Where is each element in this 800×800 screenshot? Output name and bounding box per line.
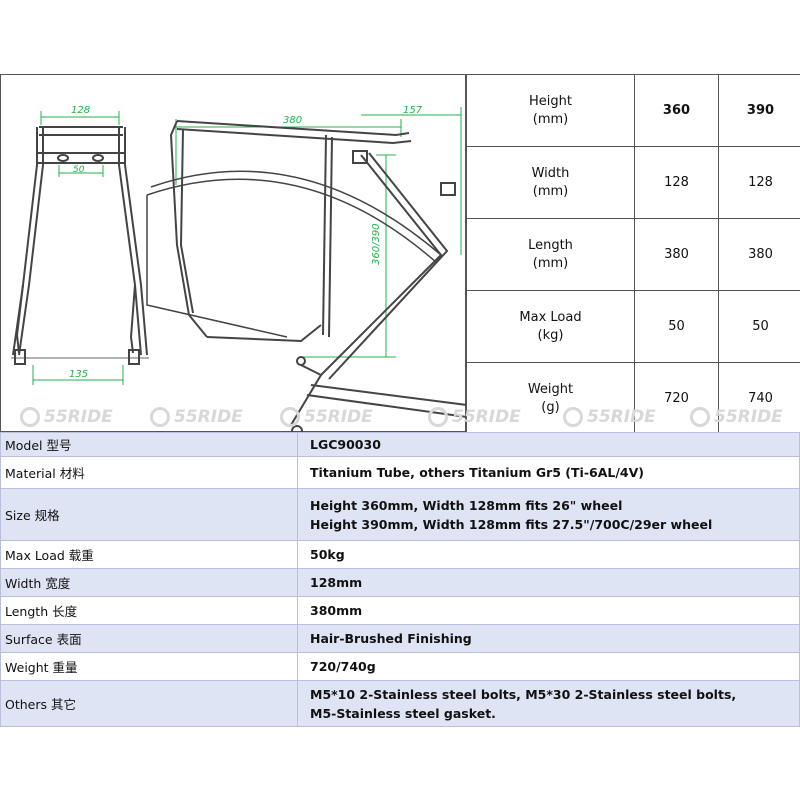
watermark-logo: 55RIDE <box>20 402 113 432</box>
spec-table: Height(mm) 360 390 Width(mm) 128 128 Len… <box>466 74 800 435</box>
detail-key: Model 型号 <box>0 432 298 457</box>
spec-value: 128 <box>634 146 719 219</box>
rack-technical-drawing: 128 50 135 380 157 360/390 <box>0 74 467 433</box>
side-dimension-lines <box>175 107 462 358</box>
detail-key: Surface 表面 <box>0 624 298 653</box>
watermark-icon <box>428 407 448 427</box>
dim-length: 380 <box>283 115 302 126</box>
watermark-logo: 55RIDE <box>690 402 783 432</box>
spec-row-width: Width(mm) 128 128 <box>466 146 800 219</box>
detail-value: Hair-Brushed Finishing <box>297 624 800 653</box>
detail-value: 720/740g <box>297 652 800 681</box>
detail-row-others: Others 其它 M5*10 2-Stainless steel bolts,… <box>0 680 800 727</box>
watermark-icon <box>563 407 583 427</box>
spec-row-weight: Weight(g) 720 740 <box>466 362 800 435</box>
spec-label: Length(mm) <box>466 218 635 291</box>
watermark-icon <box>690 407 710 427</box>
detail-row-weight: Weight 重量 720/740g <box>0 652 800 681</box>
spec-value: 50 <box>718 290 800 363</box>
spec-value: 390 <box>718 74 800 147</box>
spec-row-height: Height(mm) 360 390 <box>466 74 800 147</box>
spec-label: Height(mm) <box>466 74 635 147</box>
spec-value: 128 <box>718 146 800 219</box>
product-detail-table: Model 型号 LGC90030 Material 材料 Titanium T… <box>0 432 800 727</box>
detail-key: Material 材料 <box>0 456 298 489</box>
detail-row-surface: Surface 表面 Hair-Brushed Finishing <box>0 624 800 653</box>
watermark-logo: 55RIDE <box>428 402 521 432</box>
spec-label: Width(mm) <box>466 146 635 219</box>
detail-row-max-load: Max Load 载重 50kg <box>0 540 800 569</box>
watermark-icon <box>20 407 40 427</box>
rack-drawing-svg: 128 50 135 380 157 360/390 <box>11 105 467 433</box>
watermark-logo: 55RIDE <box>150 402 243 432</box>
watermark-logo: 55RIDE <box>563 402 656 432</box>
detail-key: Width 宽度 <box>0 568 298 597</box>
spec-value: 50 <box>634 290 719 363</box>
detail-value: 128mm <box>297 568 800 597</box>
spec-row-length: Length(mm) 380 380 <box>466 218 800 291</box>
detail-row-model: Model 型号 LGC90030 <box>0 432 800 457</box>
detail-key: Weight 重量 <box>0 652 298 681</box>
spec-label: Weight(g) <box>466 362 635 435</box>
detail-key: Size 规格 <box>0 488 298 541</box>
detail-key: Length 长度 <box>0 596 298 625</box>
detail-row-length: Length 长度 380mm <box>0 596 800 625</box>
spec-value: 380 <box>718 218 800 291</box>
spec-row-max-load: Max Load(kg) 50 50 <box>466 290 800 363</box>
top-section: 128 50 135 380 157 360/390 <box>0 74 800 435</box>
detail-row-material: Material 材料 Titanium Tube, others Titani… <box>0 456 800 489</box>
spec-label: Max Load(kg) <box>466 290 635 363</box>
watermark-icon <box>150 407 170 427</box>
detail-value: 380mm <box>297 596 800 625</box>
front-view <box>11 126 149 365</box>
detail-value: Titanium Tube, others Titanium Gr5 (Ti-6… <box>297 456 800 489</box>
detail-value: LGC90030 <box>297 432 800 457</box>
detail-row-size: Size 规格 Height 360mm, Width 128mm fits 2… <box>0 488 800 541</box>
dim-width-top: 128 <box>71 105 90 116</box>
watermark-logo: 55RIDE <box>280 402 373 432</box>
detail-value: M5*10 2-Stainless steel bolts, M5*30 2-S… <box>297 680 800 727</box>
dim-offset: 157 <box>403 105 423 116</box>
detail-value: 50kg <box>297 540 800 569</box>
side-view <box>146 120 467 433</box>
dim-inner: 50 <box>73 165 85 175</box>
front-dimension-lines <box>32 111 124 385</box>
dim-height: 360/390 <box>371 223 382 265</box>
detail-row-width: Width 宽度 128mm <box>0 568 800 597</box>
detail-key: Others 其它 <box>0 680 298 727</box>
spec-value: 380 <box>634 218 719 291</box>
dim-width-bottom: 135 <box>69 369 88 380</box>
detail-key: Max Load 载重 <box>0 540 298 569</box>
detail-value: Height 360mm, Width 128mm fits 26" wheel… <box>297 488 800 541</box>
spec-value: 360 <box>634 74 719 147</box>
watermark-icon <box>280 407 300 427</box>
spec-value: 740 <box>718 362 800 435</box>
